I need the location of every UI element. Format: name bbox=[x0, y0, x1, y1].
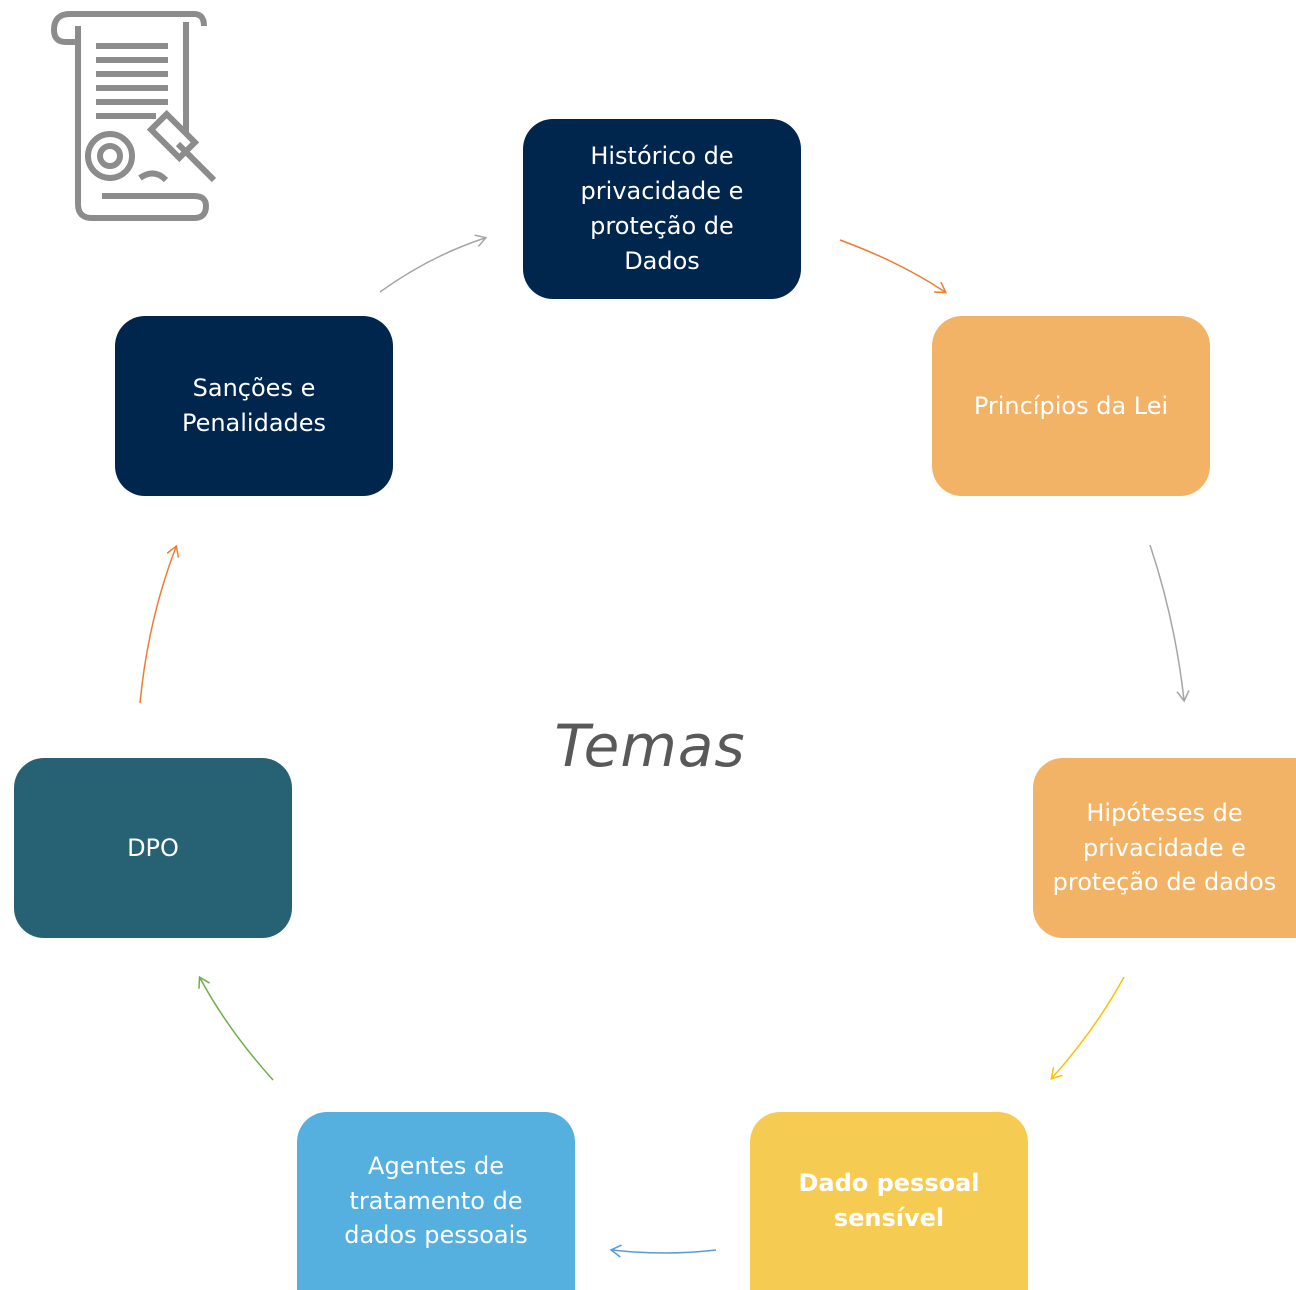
node-agentes: Agentes de tratamento de dados pessoais bbox=[297, 1112, 575, 1290]
node-agentes-label: Agentes de tratamento de dados pessoais bbox=[344, 1151, 528, 1250]
node-sancoes-label: Sanções e Penalidades bbox=[181, 374, 327, 437]
arrow-dpo-to-sancoes bbox=[139, 544, 180, 704]
node-dpo-label: DPO bbox=[127, 833, 179, 862]
arrow-sensivel-to-agentes bbox=[609, 1244, 717, 1258]
arrow-hipoteses-to-sensivel bbox=[1050, 976, 1125, 1080]
diagram-title: Temas bbox=[554, 712, 746, 780]
node-principios: Princípios da Lei bbox=[932, 316, 1210, 496]
node-hipoteses: Hipóteses de privacidade e proteção de d… bbox=[1033, 758, 1296, 938]
arrow-agentes-to-dpo bbox=[198, 975, 274, 1081]
node-historico-label: Histórico de privacidade e proteção de D… bbox=[580, 142, 744, 275]
arrow-sancoes-to-historico bbox=[379, 234, 488, 293]
legal-document-gavel-icon bbox=[51, 11, 217, 221]
node-dpo: DPO bbox=[14, 758, 292, 938]
node-hipoteses-label: Hipóteses de privacidade e proteção de d… bbox=[1052, 798, 1277, 897]
node-sensivel: Dado pessoal sensível bbox=[750, 1112, 1028, 1290]
node-principios-label: Princípios da Lei bbox=[973, 391, 1169, 420]
node-sancoes: Sanções e Penalidades bbox=[115, 316, 393, 496]
node-sensivel-label: Dado pessoal sensível bbox=[798, 1169, 980, 1232]
arrow-historico-to-principios bbox=[839, 239, 948, 294]
node-historico: Histórico de privacidade e proteção de D… bbox=[523, 119, 801, 299]
arrow-principios-to-hipoteses bbox=[1149, 544, 1190, 703]
